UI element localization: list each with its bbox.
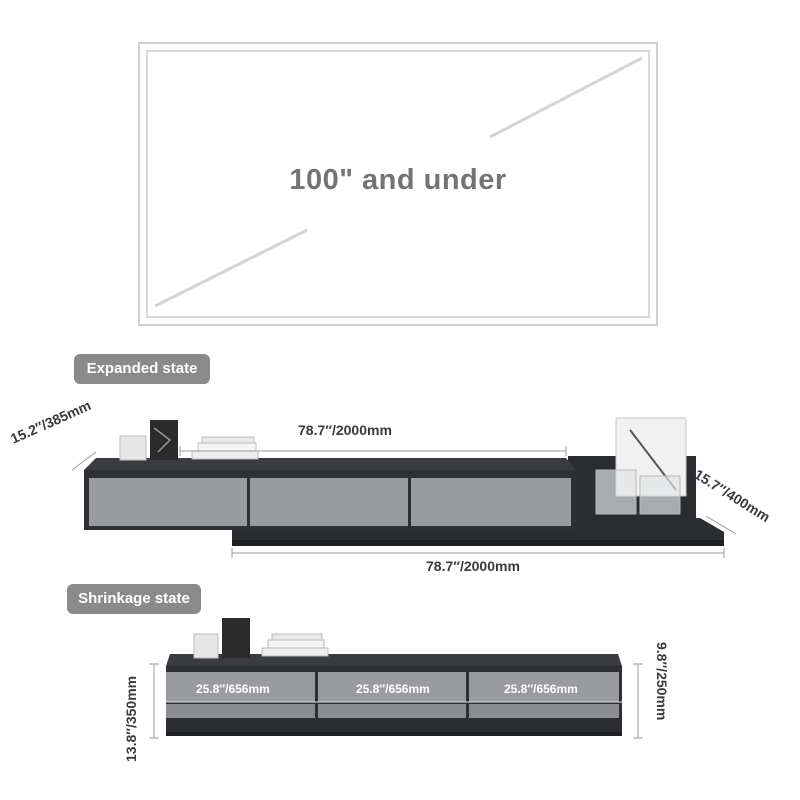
dim-shrink-height-right: 9.8′′/250mm xyxy=(654,642,670,721)
shrink-drawer-lower-3 xyxy=(469,704,619,718)
shrink-base-edge xyxy=(166,732,622,736)
expanded-drawer-3 xyxy=(411,478,571,526)
tv-glare-bottom xyxy=(154,228,308,308)
shrink-top-surface xyxy=(166,654,622,666)
decor-books-3 xyxy=(201,436,255,444)
expanded-drawer-2 xyxy=(250,478,408,526)
dim-drawer-2: 25.8′′/656mm xyxy=(356,682,430,696)
decor-books-2 xyxy=(197,442,257,452)
dim-line-expanded-right-depth xyxy=(705,515,737,535)
shrink-drawer-1 xyxy=(166,672,315,702)
tv-size-caption: 100" and under xyxy=(289,164,507,196)
decor-shrink-books-2 xyxy=(267,639,325,649)
dim-shrink-height-left: 13.8′′/350mm xyxy=(123,675,139,762)
dim-line-expanded-left-depth xyxy=(71,451,97,471)
decor-white-cube xyxy=(119,435,147,461)
decor-shrink-white-cube xyxy=(193,633,219,659)
expanded-state-label: Expanded state xyxy=(74,354,210,384)
shrinkage-state-label: Shrinkage state xyxy=(67,584,201,614)
decor-glass-box-1 xyxy=(595,469,637,515)
decor-glass-box-2 xyxy=(639,475,681,515)
expanded-drawer-1 xyxy=(89,478,247,526)
dim-drawer-1: 25.8′′/656mm xyxy=(196,682,270,696)
decor-shrink-books-1 xyxy=(261,647,329,657)
shrink-drawer-2 xyxy=(318,672,466,702)
decor-shrink-books-3 xyxy=(271,633,323,641)
dim-drawer-3: 25.8′′/656mm xyxy=(504,682,578,696)
decor-shrink-marble-block xyxy=(222,618,250,658)
decor-books-1 xyxy=(191,450,259,460)
shrink-drawer-lower-1 xyxy=(166,704,315,718)
tv-screen-inner xyxy=(146,50,650,318)
expanded-lower-base xyxy=(232,518,724,546)
tv-glare-top xyxy=(489,56,643,139)
expanded-top-surface xyxy=(84,458,576,470)
shrink-drawer-3 xyxy=(469,672,619,702)
tv-screen-outline xyxy=(138,42,658,326)
dim-expanded-top-width: 78.7′′/2000mm xyxy=(298,422,392,438)
expanded-lower-base-edge xyxy=(232,540,724,546)
shrink-drawer-lower-2 xyxy=(318,704,466,718)
shrink-base xyxy=(166,718,622,736)
decor-marble-vein xyxy=(153,427,172,453)
decor-marble-block xyxy=(150,420,178,460)
dim-expanded-bottom-width: 78.7′′/2000mm xyxy=(426,558,520,574)
